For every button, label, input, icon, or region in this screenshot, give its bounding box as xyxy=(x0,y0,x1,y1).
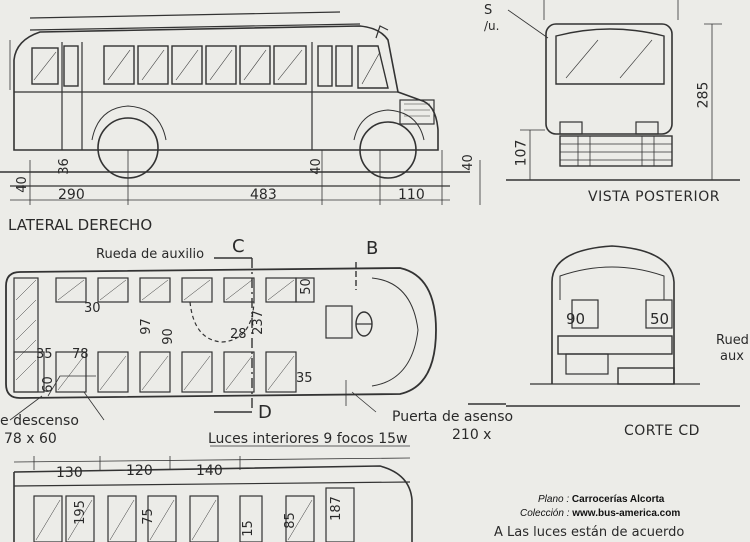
credit-plano-value: Carrocerías Alcorta xyxy=(571,494,665,505)
section-dim-50: 50 xyxy=(650,310,670,328)
side-view-title: LATERAL DERECHO xyxy=(8,216,153,234)
bottom-dim-195: 195 xyxy=(72,500,88,525)
interior-lights-label: Luces interiores 9 focos 15w xyxy=(208,431,408,447)
entry-door-label: Puerta de asenso xyxy=(392,409,514,425)
bottom-dim-15: 15 xyxy=(240,520,256,537)
side-dim-1: 40 xyxy=(14,176,30,193)
side-dim-2: 290 xyxy=(58,187,85,203)
section-spare-label-2: aux xyxy=(720,349,744,364)
plan-dim-97: 97 xyxy=(138,318,154,335)
rear-view-bus xyxy=(545,23,673,167)
section-dim-90: 90 xyxy=(566,310,586,328)
plan-dim-78: 78 xyxy=(72,347,89,362)
bottom-view-bus xyxy=(13,456,413,542)
bottom-dim-187: 187 xyxy=(328,496,344,521)
plan-dim-50: 50 xyxy=(298,278,314,295)
section-marker-c: C xyxy=(232,236,245,257)
credit-plano: Plano : Carrocerías Alcorta xyxy=(538,494,664,505)
bottom-dim-85: 85 xyxy=(282,512,298,529)
plan-view-bus xyxy=(5,257,437,421)
plan-dim-90: 90 xyxy=(160,328,176,345)
rear-corner-text-2: /u. xyxy=(484,19,500,33)
side-dim-6: 40 xyxy=(308,158,324,175)
bottom-dim-130: 130 xyxy=(56,465,83,481)
bottom-dim-120: 120 xyxy=(126,463,153,479)
section-spare-label: Rued xyxy=(716,333,749,348)
bottom-dim-140: 140 xyxy=(196,463,223,479)
rear-dim-floor: 107 xyxy=(513,139,530,167)
credit-coleccion-label: Colección : xyxy=(520,508,570,519)
rear-dim-height: 285 xyxy=(695,81,712,109)
bottom-dim-75: 75 xyxy=(140,508,156,525)
section-view-bus xyxy=(530,245,700,385)
exit-door-label: e descenso xyxy=(0,413,79,429)
side-view-bus xyxy=(13,11,439,179)
plan-dim-60: 60 xyxy=(40,376,56,393)
side-dim-3: 483 xyxy=(250,187,277,203)
plan-dim-35b: 35 xyxy=(296,371,313,386)
section-marker-d: D xyxy=(258,402,272,423)
credit-coleccion: Colección : www.bus-america.com xyxy=(520,508,680,519)
entry-door-size: 210 x xyxy=(452,427,492,443)
lights-note: A Las luces están de acuerdo xyxy=(494,525,685,540)
plan-dim-35a: 35 xyxy=(36,347,53,362)
side-dim-4: 110 xyxy=(398,187,425,203)
exit-door-size: 78 x 60 xyxy=(4,431,57,447)
plan-dim-237: 237 xyxy=(250,310,266,335)
section-marker-b: B xyxy=(366,238,379,259)
side-dim-7: 40 xyxy=(460,154,476,171)
plan-dim-28: 28 xyxy=(230,327,247,342)
credit-plano-label: Plano : xyxy=(538,494,570,505)
side-dim-5: 36 xyxy=(56,158,72,175)
spare-wheel-label: Rueda de auxilio xyxy=(96,247,205,262)
credit-coleccion-value: www.bus-america.com xyxy=(572,508,681,519)
section-view-title: CORTE CD xyxy=(624,423,700,439)
rear-corner-text: S xyxy=(484,3,493,18)
rear-view-title: VISTA POSTERIOR xyxy=(588,189,720,205)
plan-dim-30: 30 xyxy=(84,301,101,316)
